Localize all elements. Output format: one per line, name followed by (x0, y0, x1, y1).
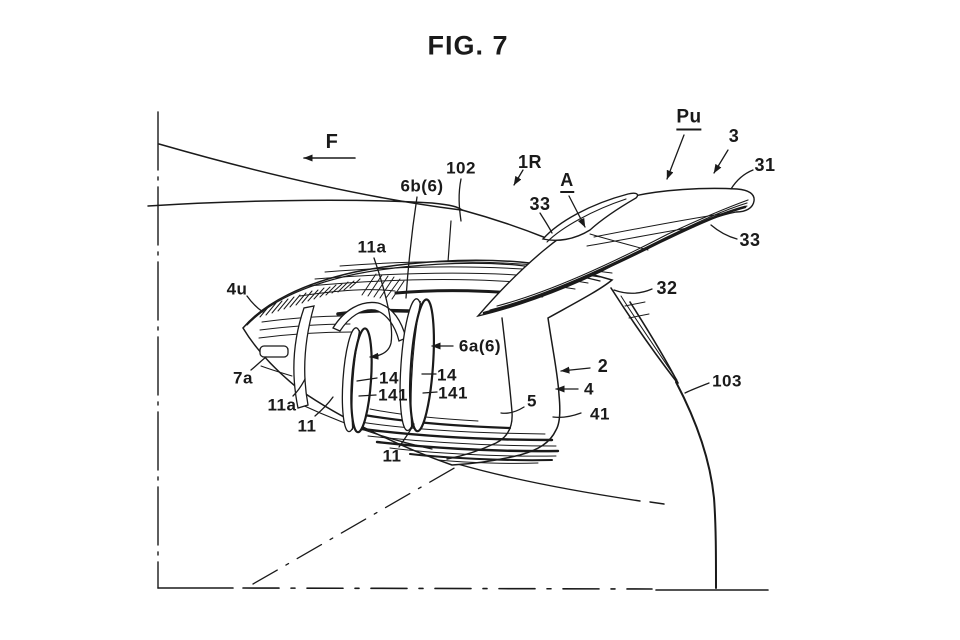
ring-rear-6a (399, 298, 435, 433)
wing-trailing-line-2 (496, 199, 749, 307)
wing-fin-33 (541, 192, 639, 241)
leader-41 (552, 412, 582, 419)
leader-33-right (710, 224, 738, 240)
ref-label-n11l: 11 (297, 416, 317, 436)
leader-141-right (422, 391, 438, 394)
leader-141-left (358, 394, 377, 397)
tab-7a (259, 345, 289, 358)
leader-Pu-arrow (666, 134, 685, 180)
roof-line (158, 143, 462, 211)
leader-7a (250, 356, 267, 371)
ref-label-n11b: 11 (382, 446, 402, 466)
leader-5 (500, 406, 525, 414)
leader-33-left (539, 212, 553, 234)
ref-label-Pu: Pu (676, 108, 702, 131)
ref-label-n1R: 1R (517, 152, 543, 172)
body-shutline-dash (649, 501, 665, 505)
ref-label-n41: 41 (590, 404, 610, 424)
ref-label-n14r: 14 (437, 365, 457, 385)
strap-front-11a (293, 305, 315, 409)
ref-label-A: A (560, 171, 574, 193)
figure-title: FIG. 7 (427, 30, 509, 61)
leader-11-left (314, 396, 334, 417)
rear-body-curve-103 (675, 381, 717, 589)
leader-4u (246, 295, 264, 313)
wing-trailing-edge-thick (482, 205, 747, 315)
inner-panel-5-edge (446, 317, 513, 460)
ref-label-F: F (325, 131, 339, 153)
leader-102 (458, 178, 462, 222)
strap-rear-11a (332, 301, 407, 342)
ref-label-n31: 31 (754, 155, 776, 175)
wing-support-pylon (610, 287, 679, 384)
ref-label-n141l: 141 (378, 385, 408, 405)
leader-6b (405, 196, 418, 299)
ref-label-n2: 2 (597, 356, 609, 376)
ref-label-n33l: 33 (529, 194, 551, 214)
ref-label-n7a: 7a (233, 368, 253, 388)
leader-11-bottom (398, 423, 415, 448)
belt-line-rear (461, 209, 547, 239)
sail-panel-edge (447, 220, 452, 263)
ref-label-n6b: 6b(6) (400, 176, 444, 196)
garnish-hatching (259, 273, 405, 318)
leader-14-left (356, 377, 378, 382)
wing-surface-lines (586, 205, 748, 251)
ref-label-n11au: 11a (357, 237, 387, 257)
ref-label-n14l: 14 (379, 368, 399, 388)
leader-31 (730, 169, 754, 190)
leader-1R-arrow (513, 169, 524, 186)
ref-label-n141r: 141 (438, 383, 468, 403)
leader-11a-upper (369, 257, 393, 360)
leader-lines (246, 134, 754, 448)
leader-2-arrow (560, 366, 591, 374)
leader-11a-lower (292, 378, 306, 397)
wing-trailing-line-1 (489, 202, 748, 311)
ref-label-n11al: 11a (267, 395, 297, 415)
mounting-straps (293, 301, 407, 409)
ref-label-n102: 102 (446, 158, 476, 178)
diagonal-section-dash (252, 466, 457, 585)
bottom-stripes (359, 408, 560, 464)
ref-label-n6a: 6a(6) (458, 336, 502, 356)
belt-line (147, 199, 463, 211)
ref-label-n3: 3 (728, 126, 740, 146)
leader-32 (613, 288, 653, 294)
leader-103 (684, 382, 710, 394)
ref-label-n4u: 4u (226, 279, 248, 299)
leader-3-arrow (713, 149, 729, 174)
vehicle-body-lines (147, 111, 769, 591)
ref-label-n33r: 33 (739, 230, 761, 250)
ref-label-n103: 103 (712, 371, 742, 391)
ref-label-n32: 32 (656, 278, 678, 298)
baseline-dashed (242, 587, 653, 590)
ref-label-n4: 4 (584, 379, 594, 399)
spoiler-wing (476, 187, 755, 318)
ref-label-n5: 5 (527, 391, 537, 411)
leader-A-arrow (568, 195, 586, 228)
